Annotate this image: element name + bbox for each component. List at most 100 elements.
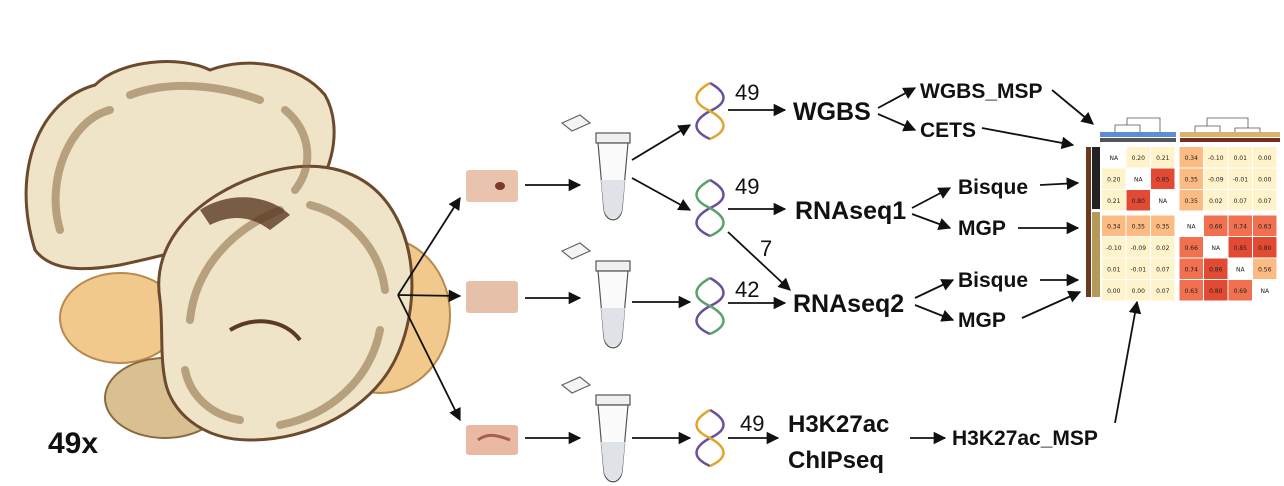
dna-to-assay-arrows [727, 103, 791, 445]
heatmap-cell-label: 0.00 [1107, 288, 1121, 295]
heatmap-cell-fill [1253, 168, 1277, 189]
heatmap-cell: 0.80 [1204, 280, 1228, 301]
heatmap-cell-label: 0.20 [1107, 176, 1121, 183]
dna-helix-icon [695, 178, 725, 238]
sample-count-label: 49x [48, 427, 98, 460]
heatmap-cell-fill [1228, 190, 1252, 211]
count-shared: 7 [760, 236, 772, 261]
heatmap-cell-label: 0.63 [1258, 223, 1272, 230]
tissue-to-tube-arrows [525, 178, 582, 445]
heatmap-cell-label: 0.00 [1132, 288, 1146, 295]
heatmap-cell: 0.07 [1228, 190, 1252, 211]
annotation-bar-tan [1180, 132, 1280, 137]
heatmap-cell: 0.20 [1126, 147, 1150, 168]
heatmap-cell-fill [1102, 258, 1126, 279]
count-chipseq: 49 [740, 411, 764, 436]
method-mgp-2: MGP [958, 309, 1006, 332]
heatmap-cell-fill [1253, 280, 1277, 301]
heatmap-cell-label: NA [1134, 176, 1143, 183]
method-mgp-1: MGP [958, 217, 1006, 240]
heatmap-cell: 0.00 [1253, 168, 1277, 189]
ventricle [200, 197, 290, 230]
tissue-sample-3 [466, 425, 518, 455]
heatmap-cell-label: 0.34 [1107, 223, 1121, 230]
heatmap-cell-label: 0.80 [1258, 245, 1272, 252]
method-bisque-1: Bisque [958, 176, 1028, 199]
heatmap-cell: 0.01 [1102, 258, 1126, 279]
heatmap-cell-fill [1253, 237, 1277, 258]
heatmap-cell-label: 0.35 [1156, 223, 1170, 230]
heatmap-cell-label: 0.66 [1209, 223, 1223, 230]
heatmap-cell-fill [1102, 147, 1126, 168]
heatmap-cell: NA [1253, 280, 1277, 301]
heatmap-cell-label: 0.01 [1234, 155, 1248, 162]
heatmap-cell-fill [1228, 147, 1252, 168]
heatmap-cell-fill [1102, 237, 1126, 258]
heatmap-cell: 0.21 [1151, 147, 1175, 168]
heatmap-cell: 0.02 [1204, 190, 1228, 211]
heatmap-cell: -0.09 [1204, 168, 1228, 189]
heatmap-cell-fill [1126, 280, 1150, 301]
heatmap-cell-fill [1253, 215, 1277, 236]
heatmap-cell: 0.66 [1179, 237, 1203, 258]
cerebrum-front [157, 164, 414, 442]
heatmap-cell: 0.85 [1151, 168, 1175, 189]
heatmap-cell-fill [1179, 237, 1203, 258]
heatmap-cell: 0.35 [1126, 215, 1150, 236]
heatmap-cell: 0.35 [1179, 168, 1203, 189]
heatmap-cell-fill [1204, 168, 1228, 189]
tissue-sample-1 [466, 170, 518, 202]
annotation-bar-dark [1100, 138, 1176, 142]
dna-helix-icon [695, 276, 725, 336]
heatmap-cell-fill [1151, 168, 1175, 189]
heatmap-cell: 0.35 [1151, 215, 1175, 236]
heatmap-cell-label: -0.09 [1130, 245, 1146, 252]
heatmap-cell-label: 0.01 [1107, 266, 1121, 273]
annotation-col-left [1086, 147, 1091, 297]
heatmap-cell: -0.09 [1126, 237, 1150, 258]
heatmap-cell: 0.80 [1126, 190, 1150, 211]
heatmap-cell: 0.63 [1179, 280, 1203, 301]
assay-chip-line2: ChIPseq [788, 447, 884, 474]
heatmap-cell-label: 0.80 [1132, 198, 1146, 205]
heatmap-cell-fill [1204, 280, 1228, 301]
heatmap-cell-fill [1204, 215, 1228, 236]
heatmap-cell-fill [1126, 190, 1150, 211]
heatmap-cell: 0.85 [1228, 237, 1252, 258]
heatmap-cell-fill [1179, 147, 1203, 168]
tube-icon [560, 376, 631, 483]
heatmap-cell-label: 0.21 [1156, 155, 1170, 162]
heatmap-cell-fill [1204, 147, 1228, 168]
heatmap-cell-fill [1228, 258, 1252, 279]
heatmap-cell: NA [1102, 147, 1126, 168]
heatmap-cell-fill [1151, 280, 1175, 301]
heatmap-cell-label: NA [1158, 198, 1167, 205]
heatmap-cell: 0.00 [1253, 147, 1277, 168]
heatmap-cell-label: -0.10 [1208, 155, 1224, 162]
heatmap-cell: 0.34 [1102, 215, 1126, 236]
heatmap-cell-label: 0.20 [1132, 155, 1146, 162]
annotation-bar-blue [1100, 132, 1176, 137]
assay-rnaseq2: RNAseq2 [793, 290, 904, 318]
heatmap-cell: 0.74 [1228, 215, 1252, 236]
heatmap-cell: -0.01 [1228, 168, 1252, 189]
assay-chip-line1: H3K27ac [788, 411, 889, 438]
heatmap-cell: 0.63 [1253, 215, 1277, 236]
heatmap-cell-fill [1179, 280, 1203, 301]
heatmap-cell-label: 0.07 [1234, 198, 1248, 205]
heatmap-cell: 0.02 [1151, 237, 1175, 258]
brain-illustration [24, 60, 451, 442]
heatmap-cell-label: 0.63 [1185, 288, 1199, 295]
heatmap-cell: NA [1126, 168, 1150, 189]
heatmap-cell-fill [1126, 258, 1150, 279]
heatmap-cell-fill [1179, 215, 1203, 236]
heatmap-cell: 0.01 [1228, 147, 1252, 168]
method-wgbs-msp: WGBS_MSP [920, 80, 1043, 103]
heatmap-cell: 0.00 [1102, 280, 1126, 301]
heatmap-cell-label: 0.85 [1156, 176, 1170, 183]
heatmap-cell-label: 0.69 [1234, 288, 1248, 295]
heatmap-cell: NA [1151, 190, 1175, 211]
heatmap-cell-label: NA [1260, 288, 1269, 295]
heatmap-cell: 0.20 [1102, 168, 1126, 189]
heatmap-cell: -0.10 [1204, 147, 1228, 168]
